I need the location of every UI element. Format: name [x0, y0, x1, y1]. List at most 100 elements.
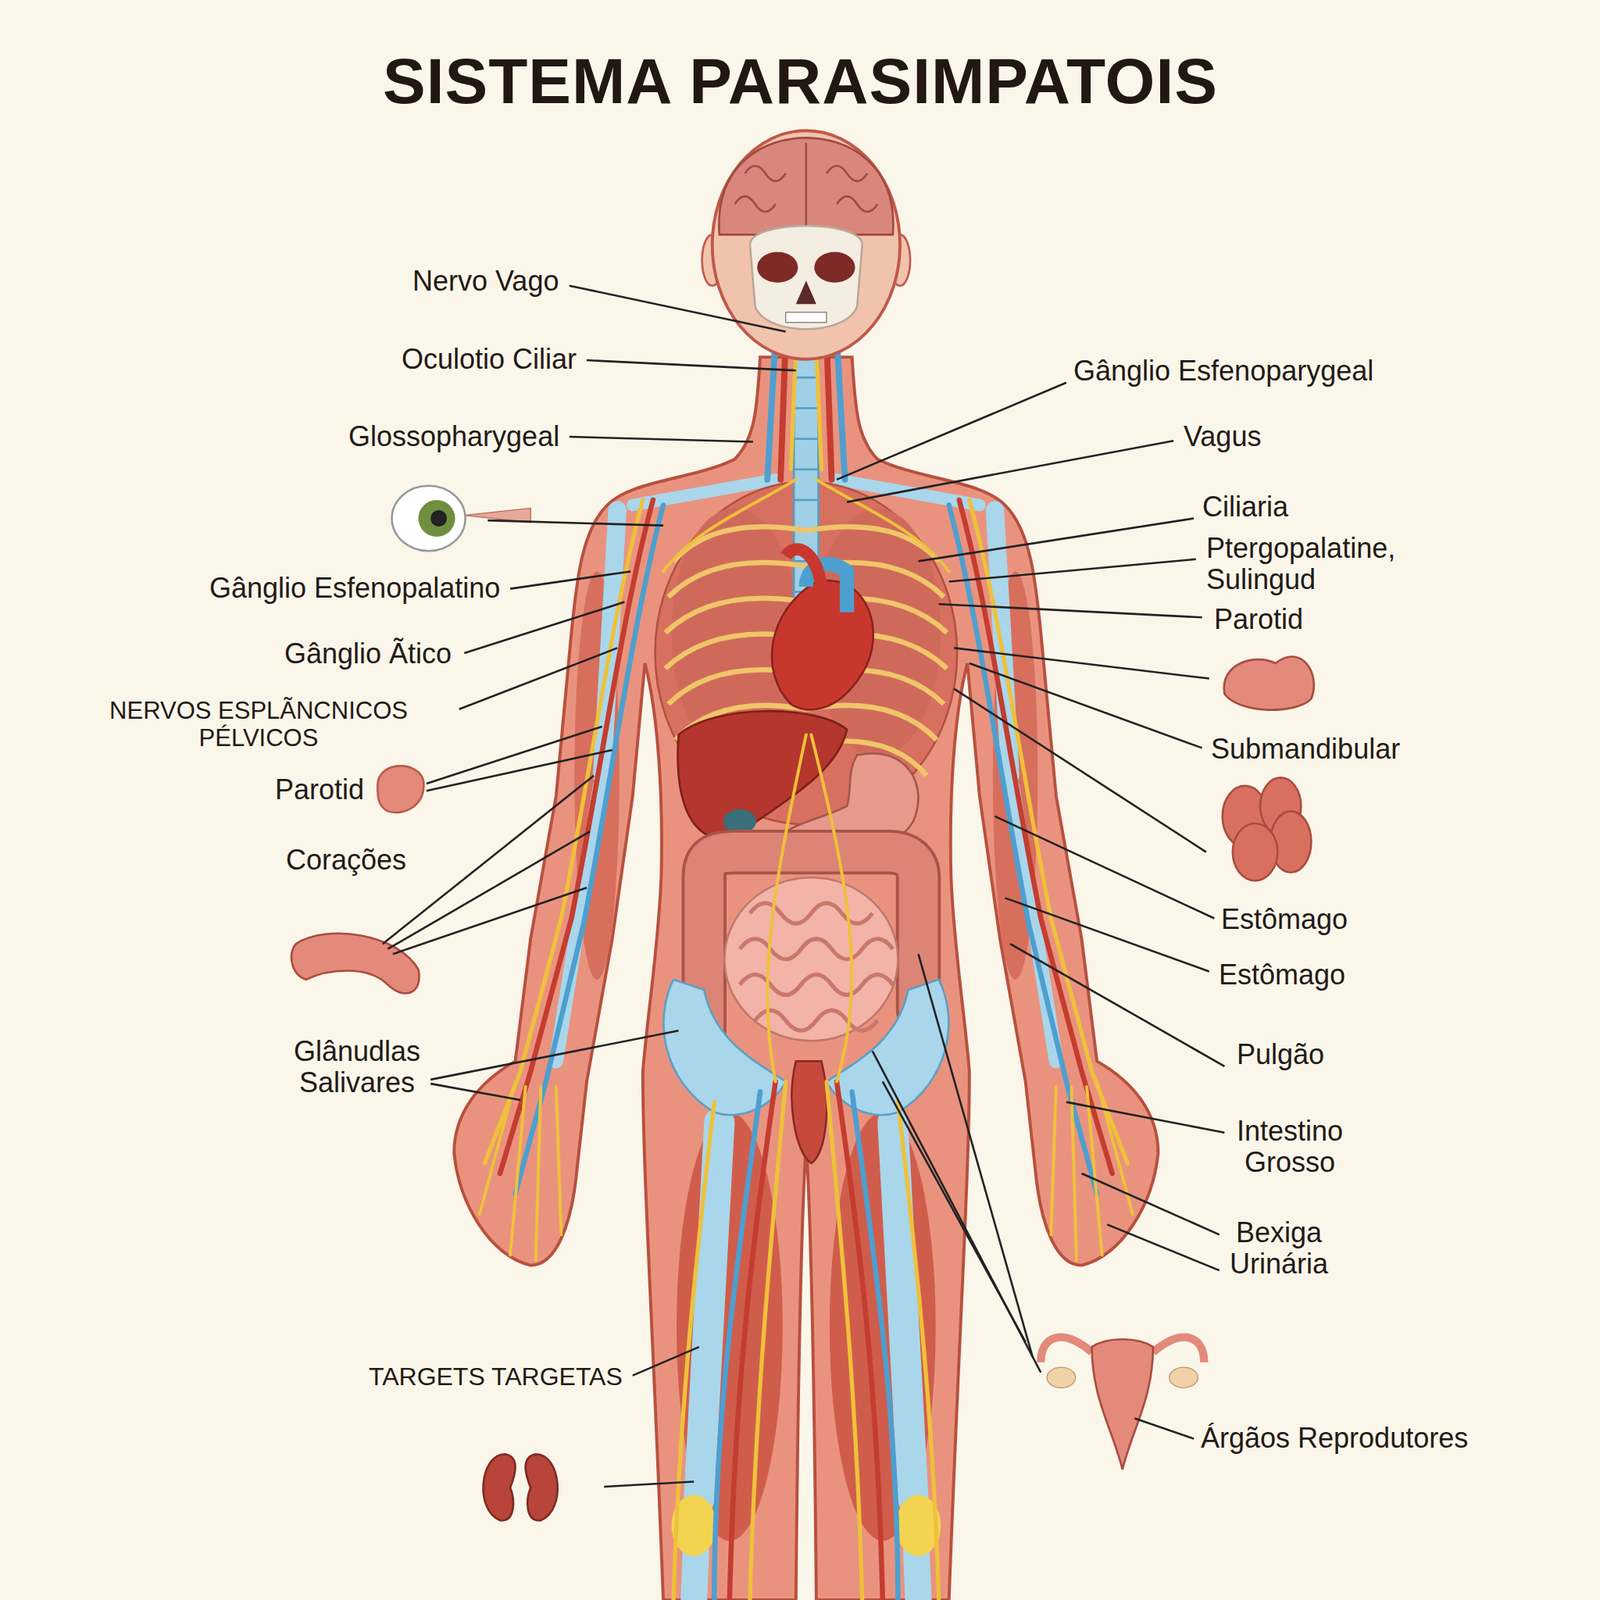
leader-lines — [918, 953, 1033, 1358]
skeleton — [892, 1122, 914, 1500]
head — [826, 165, 868, 182]
head — [744, 165, 786, 182]
leader-lines — [459, 647, 618, 709]
skeleton — [693, 1550, 697, 1600]
organ-icons — [1092, 1339, 1154, 1470]
nerves-and-vessels — [780, 336, 786, 480]
skeleton — [916, 1550, 919, 1600]
nerves-and-vessels — [1050, 1086, 1057, 1235]
nerves-and-vessels — [750, 1081, 786, 1600]
part-label: Bexiga Urinária — [1229, 1217, 1329, 1281]
leader-lines — [569, 285, 786, 333]
head — [836, 196, 878, 212]
leader-lines — [1066, 1102, 1225, 1133]
part-label: Parotid — [1214, 603, 1304, 636]
leader-lines — [510, 571, 631, 589]
leader-lines — [1107, 1224, 1220, 1271]
part-label: Estômago — [1221, 903, 1348, 936]
torso-organs — [793, 499, 818, 502]
part-label: Gânglio Esfenopalatino — [209, 572, 500, 604]
part-label: Pulgão — [1236, 1039, 1325, 1071]
nerves-and-vessels — [790, 346, 797, 470]
head — [757, 252, 798, 283]
leader-lines — [586, 360, 797, 371]
torso-organs — [793, 437, 818, 440]
diagram-title: SISTEMA PARASIMPATOIS — [382, 44, 1218, 118]
leader-lines — [426, 726, 603, 784]
torso-organs — [793, 468, 818, 472]
head — [750, 225, 863, 329]
torso-organs — [755, 1010, 879, 1031]
nerves-and-vessels — [816, 479, 950, 572]
leader-lines — [1005, 897, 1210, 972]
leader-lines — [464, 602, 625, 654]
part-label: Árgãos Reprodutores — [1200, 1422, 1468, 1454]
part-label: Glossopharygeal — [348, 421, 560, 453]
part-label: Gânglio Ãtico — [284, 638, 452, 670]
leader-lines — [430, 1030, 679, 1080]
leader-lines — [387, 831, 590, 949]
organ-icons — [418, 500, 456, 537]
leader-lines — [918, 518, 1195, 562]
part-label: Parotid — [275, 774, 365, 806]
leader-lines — [969, 663, 1203, 748]
part-label: Ptergopalatine, Sulingud — [1206, 532, 1396, 597]
nerves-and-vessels — [556, 1086, 562, 1235]
torso-organs — [785, 549, 822, 587]
leader-lines — [1081, 1173, 1219, 1235]
nerves-and-vessels — [673, 1102, 715, 1600]
nerves-and-vessels — [826, 336, 833, 480]
leader-lines — [836, 382, 1067, 480]
leader-lines — [426, 750, 613, 791]
organ-icons — [1232, 823, 1278, 881]
organ-icons — [1153, 1337, 1204, 1363]
organ-icons — [483, 1453, 516, 1521]
leader-lines — [939, 603, 1203, 618]
part-label: Glânudlas Salivares — [293, 1035, 421, 1100]
nerves-and-vessels — [515, 505, 664, 1195]
organ-icons — [1040, 1337, 1092, 1363]
nerves-and-vessels — [836, 336, 845, 480]
leader-lines — [569, 436, 754, 443]
leader-lines — [953, 647, 1210, 679]
head — [814, 252, 855, 283]
nerves-and-vessels — [1071, 1086, 1077, 1261]
head — [734, 196, 775, 212]
head — [805, 142, 808, 233]
leader-lines — [392, 887, 587, 954]
part-label: Vagus — [1183, 421, 1261, 453]
torso-organs — [739, 974, 893, 995]
torso-organs — [750, 903, 873, 924]
part-label: NERVOS ESPLÃNCNICOS PÉLVICOS — [75, 697, 443, 752]
nerves-and-vessels — [826, 1081, 863, 1600]
nerves-and-vessels — [816, 346, 822, 470]
part-label: Oculotio Ciliar — [401, 343, 577, 375]
part-label: Ciliaria — [1202, 491, 1289, 523]
nerves-and-vessels — [897, 1102, 939, 1600]
leader-lines — [846, 440, 1174, 502]
part-label: Estômago — [1218, 959, 1346, 991]
nerves-and-vessels — [663, 479, 797, 572]
part-label: TARGETS TARGETAS — [368, 1363, 623, 1392]
leader-lines — [603, 1481, 694, 1487]
organ-icons — [430, 510, 447, 527]
torso-organs — [668, 562, 807, 597]
organ-icons — [392, 485, 466, 552]
leader-lines — [1010, 943, 1225, 1067]
part-label: Submandibular — [1210, 733, 1400, 765]
torso-organs — [739, 939, 893, 960]
leader-lines — [953, 689, 1207, 853]
head — [718, 137, 893, 235]
leader-lines — [882, 1081, 1026, 1342]
nerves-and-vessels — [510, 1086, 526, 1256]
nerves-and-vessels — [479, 1081, 516, 1215]
torso-organs — [655, 346, 958, 1557]
organ-icons — [1046, 1367, 1076, 1388]
torso-organs — [793, 376, 818, 379]
torso-organs — [806, 526, 940, 561]
leader-lines — [382, 285, 1225, 1487]
leader-lines — [487, 520, 664, 526]
organ-icons — [1169, 1367, 1199, 1388]
part-label: Nervo Vago — [412, 265, 559, 297]
